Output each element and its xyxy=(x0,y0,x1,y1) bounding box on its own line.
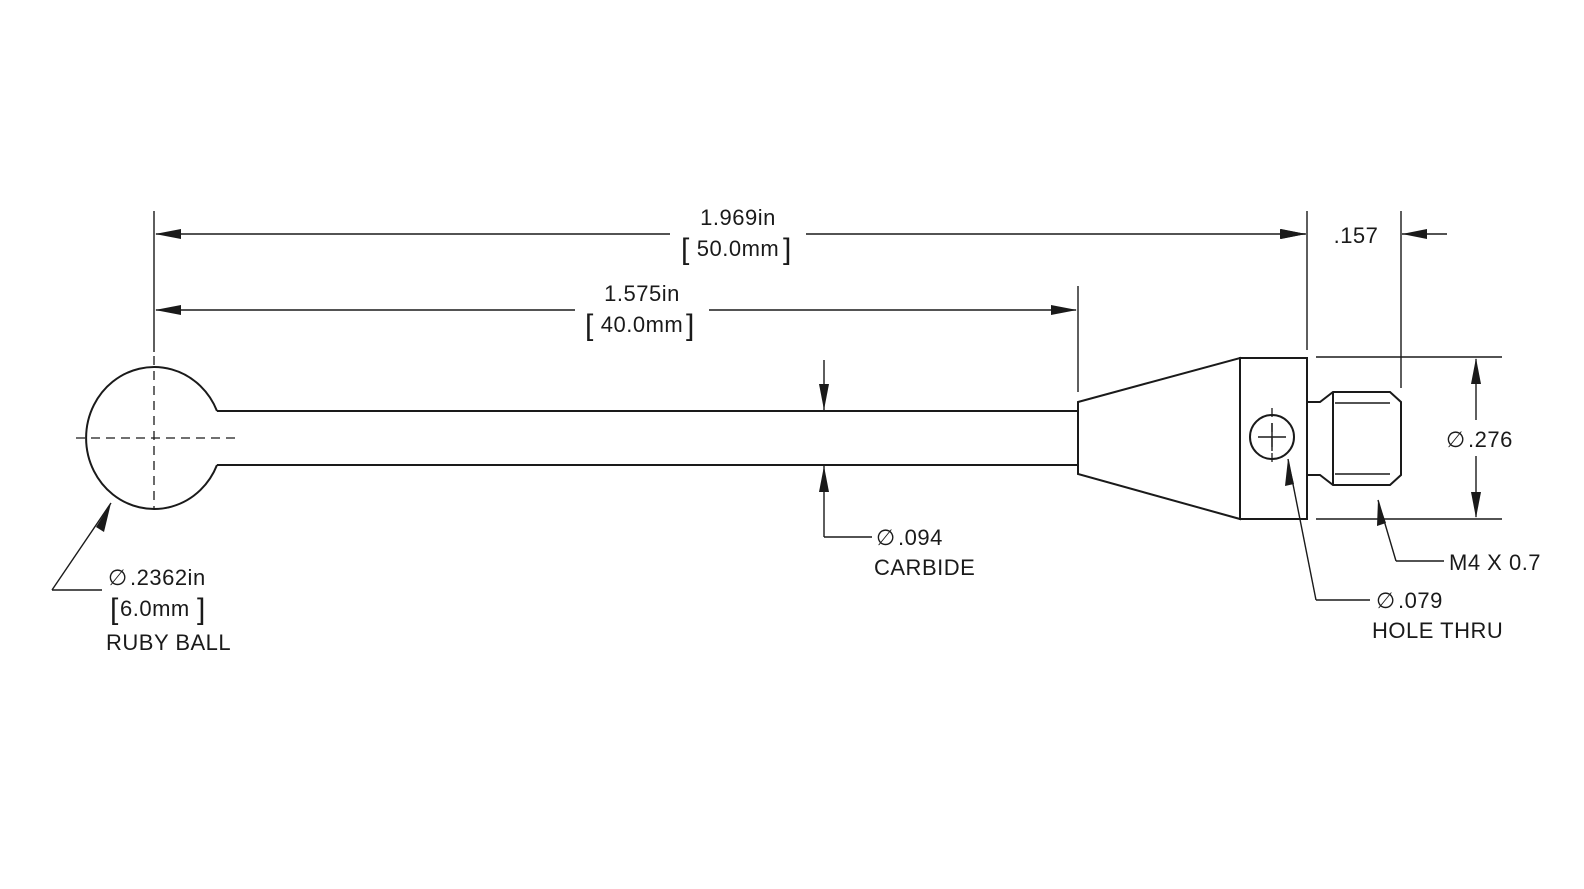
extension-lines xyxy=(153,211,1502,520)
ruby-ball-outline xyxy=(85,366,218,510)
ruby-ball-metric: 6.0mm xyxy=(120,596,190,621)
taper-section xyxy=(1077,356,1241,521)
overall-length-imperial: 1.969in xyxy=(700,205,776,230)
arrow-left xyxy=(155,229,181,239)
stem-length-imperial: 1.575in xyxy=(604,281,680,306)
arrow-left xyxy=(1281,229,1306,239)
diameter-symbol: ∅ xyxy=(108,565,128,590)
dim-overall-length: 1.969in [ 50.0mm ] xyxy=(155,205,1306,266)
callout-thread: M4 X 0.7 xyxy=(1377,499,1541,575)
overall-length-metric: 50.0mm xyxy=(697,236,779,261)
callout-ruby-ball: ∅ .2362in [ 6.0mm ] RUBY BALL xyxy=(51,502,231,655)
bracket-open: [ xyxy=(110,593,119,626)
stem-diameter-value: .094 xyxy=(898,525,943,550)
diameter-symbol: ∅ xyxy=(1376,588,1396,613)
bracket-close: ] xyxy=(197,593,205,626)
arrow-down xyxy=(1471,492,1481,518)
stylus-part xyxy=(85,356,1402,521)
hole-diameter-value: .079 xyxy=(1398,588,1443,613)
arrow-up xyxy=(1471,358,1481,384)
diameter-symbol: ∅ xyxy=(1446,427,1466,452)
ruby-ball-material: RUBY BALL xyxy=(106,630,231,655)
bracket-close: ] xyxy=(783,233,791,266)
stem-length-metric: 40.0mm xyxy=(601,312,683,337)
bracket-open: [ xyxy=(585,309,594,342)
leader-arrow xyxy=(1285,459,1294,486)
dim-stem-length: 1.575in [ 40.0mm ] xyxy=(155,281,1077,342)
leader-diagonal xyxy=(51,502,112,591)
thread-spec: M4 X 0.7 xyxy=(1449,550,1541,575)
bracket-open: [ xyxy=(681,233,690,266)
arrow-right xyxy=(1402,229,1427,239)
dim-thread-length: .157 xyxy=(1281,223,1447,248)
thread-length-value: .157 xyxy=(1334,223,1379,248)
dim-body-diameter: ∅ .276 xyxy=(1446,358,1513,518)
leader-arrow xyxy=(1377,500,1386,526)
ruby-ball-diameter: .2362in xyxy=(130,565,206,590)
callout-hole-thru: ∅ .079 HOLE THRU xyxy=(1285,458,1503,643)
leader-arrow xyxy=(96,503,111,532)
threaded-shank xyxy=(1306,391,1402,486)
arrow-down xyxy=(819,384,829,410)
stem-material: CARBIDE xyxy=(874,555,975,580)
body-diameter-value: .276 xyxy=(1468,427,1513,452)
arrow-right xyxy=(1051,305,1077,315)
arrow-left xyxy=(155,305,181,315)
diameter-symbol: ∅ xyxy=(876,525,896,550)
center-lines xyxy=(76,356,1286,508)
bracket-close: ] xyxy=(686,309,694,342)
hole-note: HOLE THRU xyxy=(1372,618,1503,643)
dim-stem-diameter: ∅ .094 CARBIDE xyxy=(819,360,975,580)
